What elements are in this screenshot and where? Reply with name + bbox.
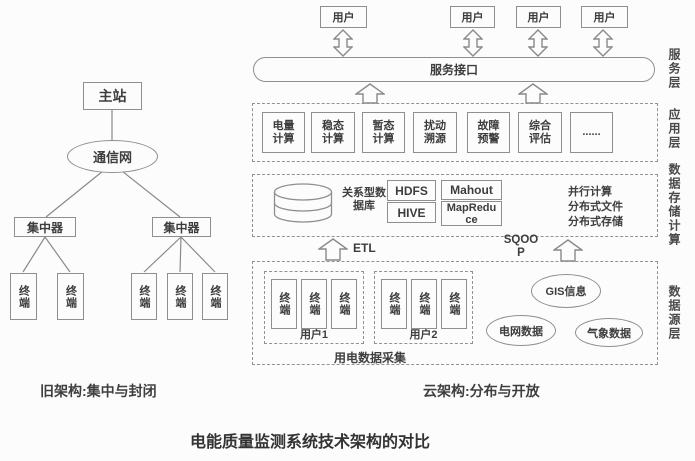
terminal-box: 终端 xyxy=(57,273,84,320)
application-layer-box xyxy=(252,103,658,162)
user-box-1: 用户 xyxy=(320,6,367,28)
user-group-2-label: 用户2 xyxy=(409,329,438,341)
terminal-box: 终端 xyxy=(131,273,157,320)
hive-box: HIVE xyxy=(387,202,436,223)
double-arrow-icon xyxy=(528,29,548,57)
old-architecture-caption: 旧架构:集中与封闭 xyxy=(40,383,157,399)
terminal-box: 终端 xyxy=(381,279,407,329)
terminal-box: 终端 xyxy=(10,273,37,320)
app-module-box: 暂态计算 xyxy=(362,112,405,153)
double-arrow-icon xyxy=(463,29,483,57)
application-layer-label: 应用层 xyxy=(667,108,681,150)
main-station-box: 主站 xyxy=(83,82,142,110)
etl-label: ETL xyxy=(353,241,376,255)
app-module-box: 电量计算 xyxy=(262,112,305,153)
sqoop-label: SQOOP xyxy=(503,234,539,259)
storage-feature: 分布式文件 xyxy=(568,201,623,213)
app-module-box: ...... xyxy=(570,112,613,153)
storage-layer-box xyxy=(252,174,658,237)
gis-info-ellipse: GIS信息 xyxy=(531,274,601,308)
up-arrow-icon xyxy=(518,83,548,104)
relational-db-label: 关系型数据库 xyxy=(342,187,386,212)
collection-caption: 用电数据采集 xyxy=(333,351,406,365)
weather-data-ellipse: 气象数据 xyxy=(575,318,643,347)
app-module-box: 综合评估 xyxy=(518,112,562,153)
grid-data-ellipse: 电网数据 xyxy=(486,315,556,346)
comm-network-ellipse: 通信网 xyxy=(67,140,158,173)
double-arrow-icon xyxy=(333,29,353,57)
source-layer-box xyxy=(252,261,658,365)
storage-features: 并行计算 分布式文件 分布式存储 xyxy=(568,185,623,230)
mahout-box: Mahout xyxy=(441,180,502,200)
app-module-box: 扰动溯源 xyxy=(413,112,457,153)
user-group-1-label: 用户1 xyxy=(299,329,329,341)
app-module-box: 故障预警 xyxy=(467,112,510,153)
cloud-architecture-caption: 云架构:分布与开放 xyxy=(423,383,540,399)
app-module-box: 稳态计算 xyxy=(311,112,355,153)
service-interface-bar: 服务接口 xyxy=(253,57,655,82)
user-group-1-box: 用户1 xyxy=(264,271,364,344)
terminal-box: 终端 xyxy=(167,273,193,320)
terminal-box: 终端 xyxy=(331,279,357,329)
up-arrow-icon xyxy=(553,239,583,262)
terminal-box: 终端 xyxy=(441,279,467,329)
terminal-box: 终端 xyxy=(271,279,297,329)
hdfs-box: HDFS xyxy=(387,180,436,201)
terminal-box: 终端 xyxy=(411,279,437,329)
terminal-box: 终端 xyxy=(202,273,228,320)
concentrator-box-2: 集中器 xyxy=(152,217,211,237)
user-box-2: 用户 xyxy=(450,6,495,28)
concentrator-box-1: 集中器 xyxy=(14,217,76,237)
mapreduce-box: MapReduce xyxy=(441,201,502,226)
user-group-2-box: 用户2 xyxy=(374,271,473,344)
user-box-4: 用户 xyxy=(581,6,628,28)
source-layer-label: 数据源层 xyxy=(667,285,681,341)
terminal-box: 终端 xyxy=(301,279,327,329)
up-arrow-icon xyxy=(355,83,385,104)
up-arrow-icon xyxy=(318,238,348,261)
database-cylinder-icon xyxy=(273,183,333,223)
double-arrow-icon xyxy=(593,29,613,57)
storage-feature: 并行计算 xyxy=(568,186,612,198)
user-box-3: 用户 xyxy=(516,6,561,28)
page-title: 电能质量监测系统技术架构的对比 xyxy=(189,434,430,451)
storage-layer-label: 数据存储计算 xyxy=(667,163,681,247)
service-layer-label: 服务层 xyxy=(667,48,681,90)
storage-feature: 分布式存储 xyxy=(568,216,623,228)
